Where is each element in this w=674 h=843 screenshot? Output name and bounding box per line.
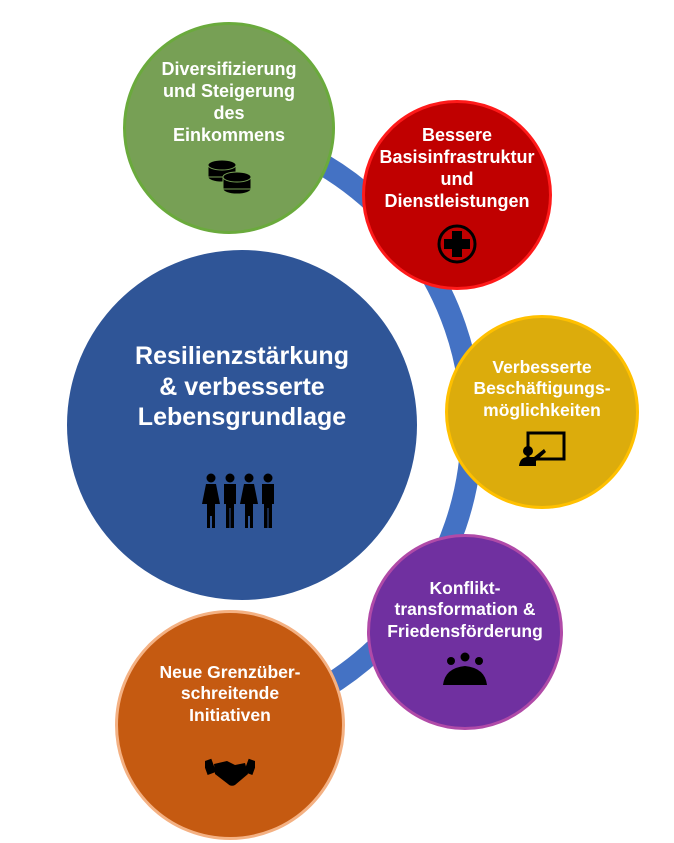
node-conflict-transformation: Konflikt- transformation & Friedensförde… xyxy=(367,534,563,730)
center-label: Resilienzstärkung & verbesserte Lebensgr… xyxy=(135,342,349,432)
meeting-table-icon xyxy=(443,652,487,686)
node-employment: Verbesserte Beschäftigungs- möglichkeite… xyxy=(445,315,639,509)
node-infrastructure: Bessere Basisinfrastruktur und Dienstlei… xyxy=(362,100,552,290)
medical-cross-icon xyxy=(437,224,477,264)
node-label: Konflikt- transformation & Friedensförde… xyxy=(387,577,543,641)
people-group-icon xyxy=(202,473,274,528)
coins-icon xyxy=(207,159,252,195)
node-label: Bessere Basisinfrastruktur und Dienstlei… xyxy=(379,125,535,211)
handshake-icon xyxy=(205,758,255,786)
teacher-board-icon xyxy=(519,431,566,467)
node-label: Neue Grenzüber- schreitende Initiativen xyxy=(159,661,301,725)
node-label: Diversifizierung und Steigerung des Eink… xyxy=(161,59,297,145)
node-income-diversification: Diversifizierung und Steigerung des Eink… xyxy=(123,22,335,234)
center-resilience: Resilienzstärkung & verbesserte Lebensgr… xyxy=(67,250,417,600)
node-label: Verbesserte Beschäftigungs- möglichkeite… xyxy=(473,356,611,420)
node-cross-border-initiatives: Neue Grenzüber- schreitende Initiativen xyxy=(115,610,345,840)
